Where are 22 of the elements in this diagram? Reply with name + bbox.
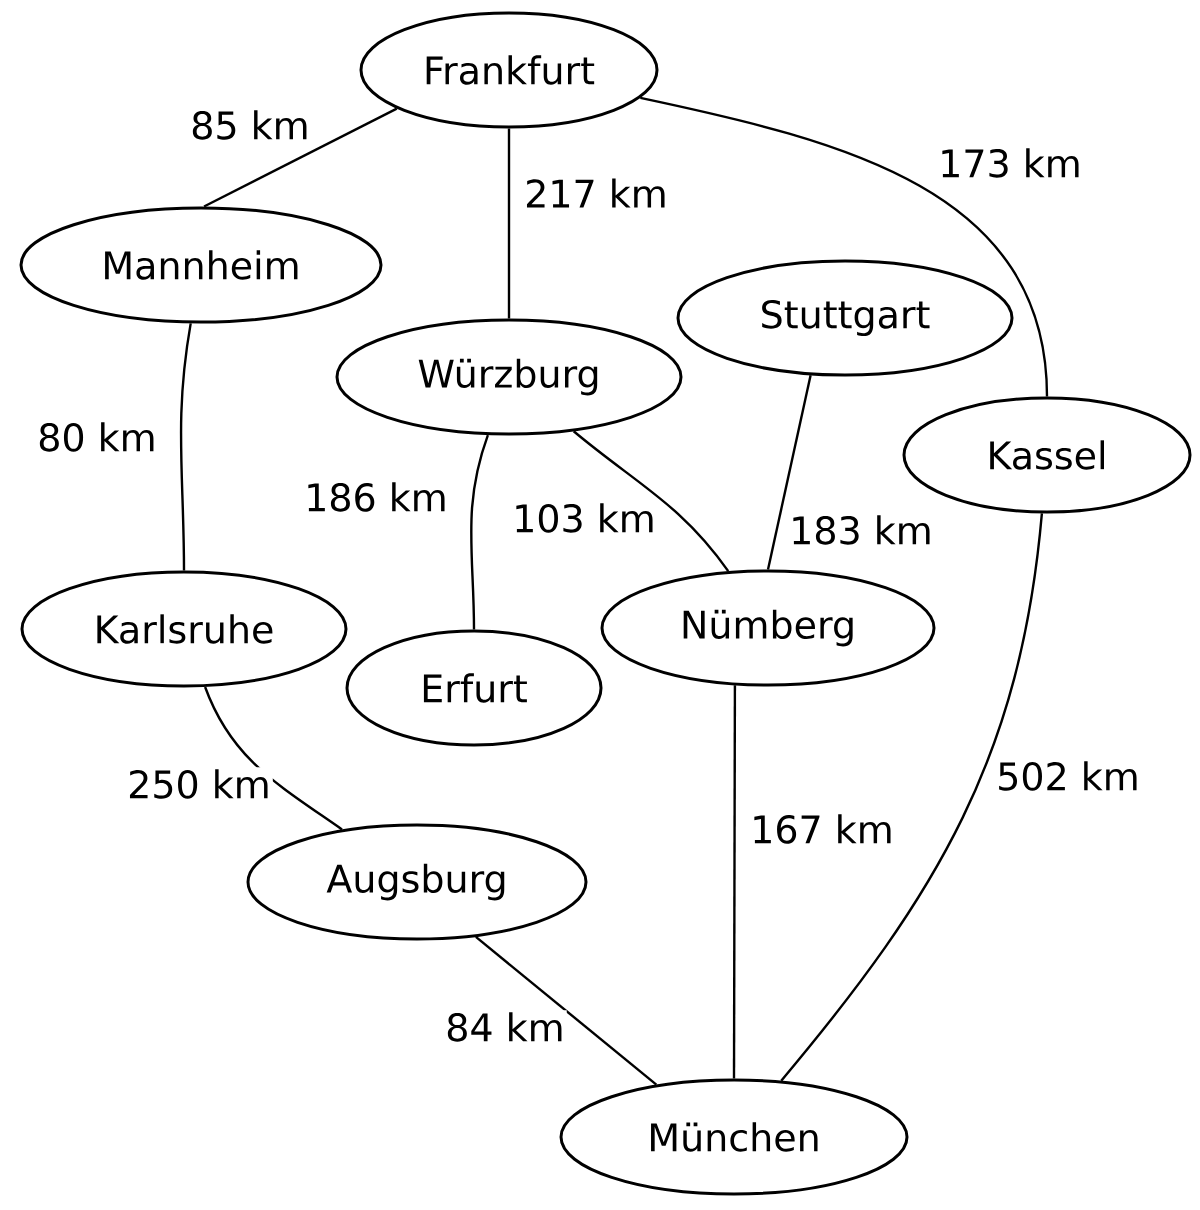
road-line (572, 430, 730, 572)
road-line (780, 513, 1044, 1082)
edge-label: 186 km (302, 480, 450, 514)
edge-label: 85 km (188, 108, 312, 142)
road-line (475, 936, 658, 1086)
road-line (507, 128, 511, 319)
edge-label: 167 km (748, 812, 896, 846)
edge-label: 183 km (787, 513, 935, 547)
road-line (640, 96, 1049, 397)
edge-label: 217 km (522, 176, 670, 210)
edge-label: 84 km (443, 1010, 567, 1044)
edge-label: 173 km (936, 146, 1084, 180)
road-line (204, 686, 343, 831)
road-line (179, 323, 192, 571)
road-line (470, 434, 489, 630)
edge-label: 250 km (125, 767, 273, 801)
road-line (203, 107, 398, 208)
road-line (766, 375, 812, 570)
road-line (732, 685, 737, 1079)
edge-label: 502 km (994, 759, 1142, 793)
edge-label: 103 km (510, 501, 658, 535)
edge-label: 80 km (35, 420, 159, 454)
